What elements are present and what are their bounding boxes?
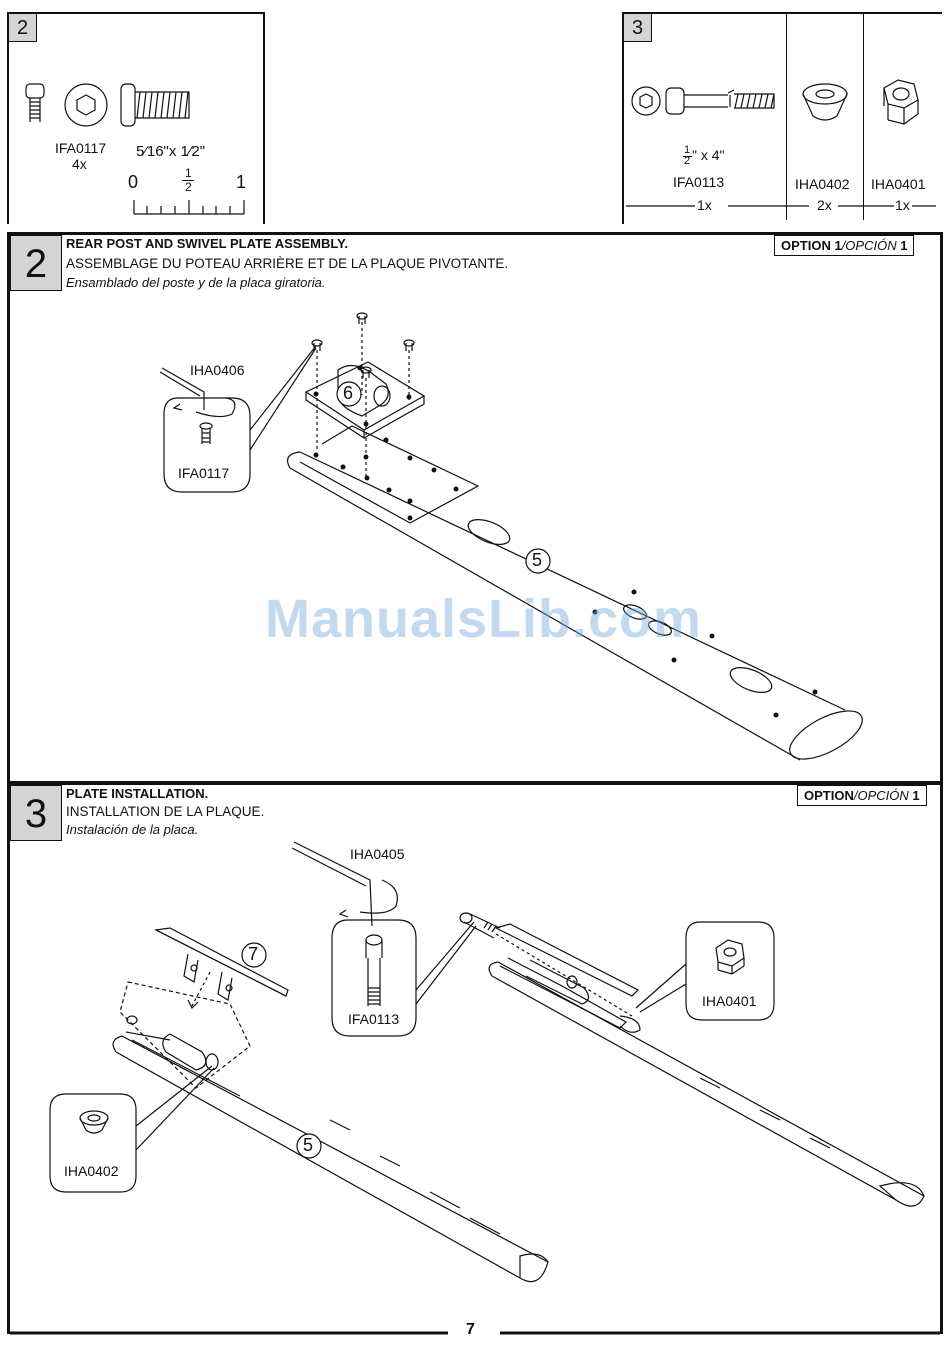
- nut-code-iha0401: IHA0401: [702, 993, 757, 1009]
- ruler-label-0: 0: [128, 172, 139, 192]
- rear-post-5: [287, 451, 863, 761]
- ruler-fraction-bar: [182, 180, 194, 181]
- watermark: ManualsLib.com: [265, 589, 703, 649]
- option-label: OPTION 1: [781, 238, 842, 253]
- parts-box-step2: [7, 12, 265, 224]
- parts-box-number: 3: [624, 14, 652, 42]
- bolt-size-rest: " x 4": [692, 147, 725, 163]
- inch-ruler: [133, 200, 245, 215]
- ruler-label-half-num: 1: [185, 166, 192, 180]
- rear-post-right: [488, 961, 925, 1207]
- option-badge: OPTION 1/OPCIÓN 1: [774, 235, 915, 256]
- pivot-cylinder: [125, 1015, 241, 1097]
- step2-panel: [7, 232, 943, 784]
- nut-qty: 1x: [895, 197, 910, 213]
- option-label: OPTION: [804, 788, 854, 803]
- rear-post-5-left: [112, 1035, 549, 1283]
- callout-5: 5: [532, 550, 543, 570]
- hex-nut-icon: [883, 79, 919, 125]
- parts-box-divider: [786, 14, 787, 220]
- part-code-ifa0117: IFA0117: [55, 140, 107, 156]
- step-number: 2: [10, 235, 62, 291]
- ruler-label-1: 1: [236, 172, 247, 192]
- option-label-es: /OPCIÓN: [841, 238, 897, 253]
- screw-size: 5⁄16"x 1⁄2": [136, 143, 206, 160]
- swivel-plate-6: [304, 361, 426, 440]
- tool-code-iha0405: IHA0405: [350, 846, 405, 862]
- parts-box-step3: [622, 12, 942, 224]
- callout-bubble-step2: [159, 345, 317, 493]
- callout-bubble-nut: [635, 921, 775, 1021]
- part-code-ifa0113: IFA0113: [673, 174, 725, 190]
- page-number: 7: [466, 1321, 475, 1338]
- step3-panel: [7, 782, 943, 1334]
- hex-screw-side-icon: [25, 83, 45, 122]
- step-title-fr: INSTALLATION DE LA PLAQUE.: [66, 804, 265, 819]
- step-title-en: REAR POST AND SWIVEL PLATE ASSEMBLY.: [66, 236, 348, 251]
- bolt-size-den: 2: [684, 155, 691, 167]
- washer-code-iha0402: IHA0402: [64, 1163, 119, 1179]
- callout-bubble-bolt: [291, 841, 477, 1037]
- option-label-es: /OPCIÓN: [853, 788, 909, 803]
- option-number: 1: [908, 788, 920, 803]
- ruler-label-half-den: 2: [185, 180, 192, 194]
- tool-code-iha0406: IHA0406: [190, 362, 245, 378]
- bolt-size-fraction-bar: [683, 156, 692, 157]
- bolt-code-ifa0113: IFA0113: [348, 1011, 400, 1027]
- parts-box-divider: [863, 14, 864, 220]
- screw-head-top-icon: [64, 83, 108, 127]
- callout-7: 7: [248, 944, 259, 964]
- option-badge: OPTION/OPCIÓN 1: [797, 785, 927, 806]
- bolt-size-num: 1: [684, 144, 691, 156]
- option-number: 1: [896, 238, 908, 253]
- washer-qty: 2x: [817, 197, 832, 213]
- screw-code-ifa0117: IFA0117: [178, 465, 230, 481]
- callout-6: 6: [343, 383, 354, 403]
- long-bolt-icon: [631, 86, 775, 116]
- part-code-iha0401: IHA0401: [871, 176, 926, 192]
- step-title-es: Ensamblado del poste y de la placa girat…: [66, 275, 326, 290]
- step-title-en: PLATE INSTALLATION.: [66, 786, 209, 801]
- parts-box-number: 2: [9, 14, 37, 42]
- part-qty: 4x: [72, 156, 87, 172]
- plate-7: [154, 927, 289, 1001]
- step-title-es: Instalación de la placa.: [66, 822, 199, 837]
- screw-scale-icon: [120, 83, 190, 127]
- plate-mounted-right: [494, 923, 641, 1033]
- step-title-fr: ASSEMBLAGE DU POTEAU ARRIÈRE ET DE LA PL…: [66, 256, 509, 271]
- callout-5: 5: [303, 1135, 314, 1155]
- conical-washer-icon: [802, 83, 848, 121]
- callout-bubble-washer: [49, 1065, 215, 1193]
- part-code-iha0402: IHA0402: [795, 176, 850, 192]
- bolt-loose: [459, 912, 501, 939]
- step-number: 3: [10, 785, 62, 841]
- bolt-qty: 1x: [697, 197, 712, 213]
- screw-icons-step2: [311, 312, 415, 378]
